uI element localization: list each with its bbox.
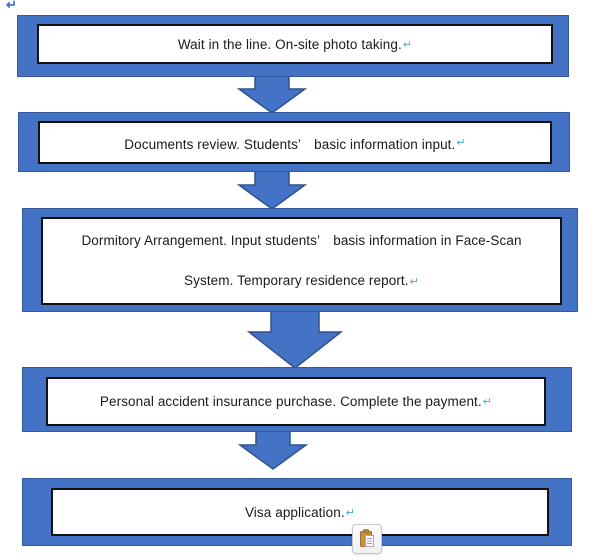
flow-step-label-box: Documents review. Students’ basic inform…: [38, 121, 552, 164]
paragraph-mark: ↵: [409, 275, 419, 288]
flow-step-text: Personal accident insurance purchase. Co…: [99, 394, 482, 409]
flow-step-wait-in-line[interactable]: Wait in the line. On-site photo taking.↵: [17, 15, 569, 77]
flow-step-text: Documents review. Students’ basic inform…: [124, 136, 456, 152]
flow-step-label-box: Dormitory Arrangement. Input students’ b…: [41, 217, 562, 305]
paragraph-mark: ↵: [402, 38, 413, 51]
paragraph-mark: ↵: [345, 506, 356, 519]
down-arrow-connector-4[interactable]: [237, 429, 309, 470]
flow-step-documents-review[interactable]: Documents review. Students’ basic inform…: [18, 112, 570, 172]
down-arrow-connector-2[interactable]: [236, 169, 308, 210]
clipboard-clip: [363, 529, 369, 534]
paragraph-mark: ↵: [6, 0, 17, 12]
arrow-shape: [236, 169, 308, 210]
flow-step-visa-application[interactable]: Visa application.↵: [22, 478, 572, 546]
arrow-shape: [246, 308, 344, 369]
flow-step-text: System. Temporary residence report.: [184, 272, 409, 288]
flow-step-text: Visa application.: [244, 504, 345, 520]
arrow-shape: [236, 73, 308, 114]
flow-step-text-line2: System. Temporary residence report.↵: [184, 261, 419, 302]
flow-step-text: Wait in the line. On-site photo taking.: [177, 36, 402, 52]
flow-step-dormitory-arrangement[interactable]: Dormitory Arrangement. Input students’ b…: [22, 208, 578, 312]
clipboard-paste-icon: [360, 529, 374, 547]
down-arrow-connector-1[interactable]: [236, 73, 308, 114]
flow-step-label-box: Wait in the line. On-site photo taking.↵: [37, 24, 553, 64]
flow-step-label-box: Visa application.↵: [51, 488, 549, 536]
down-arrow-connector-3[interactable]: [246, 308, 344, 369]
paste-options-button[interactable]: [352, 524, 382, 554]
flow-step-text-line1: Dormitory Arrangement. Input students’ b…: [81, 232, 522, 248]
paragraph-mark: ↵: [456, 137, 466, 149]
paragraph-mark: ↵: [482, 396, 493, 408]
arrow-shape: [237, 429, 309, 470]
flow-step-label-box: Personal accident insurance purchase. Co…: [46, 377, 546, 426]
flow-step-insurance-payment[interactable]: Personal accident insurance purchase. Co…: [22, 367, 572, 432]
